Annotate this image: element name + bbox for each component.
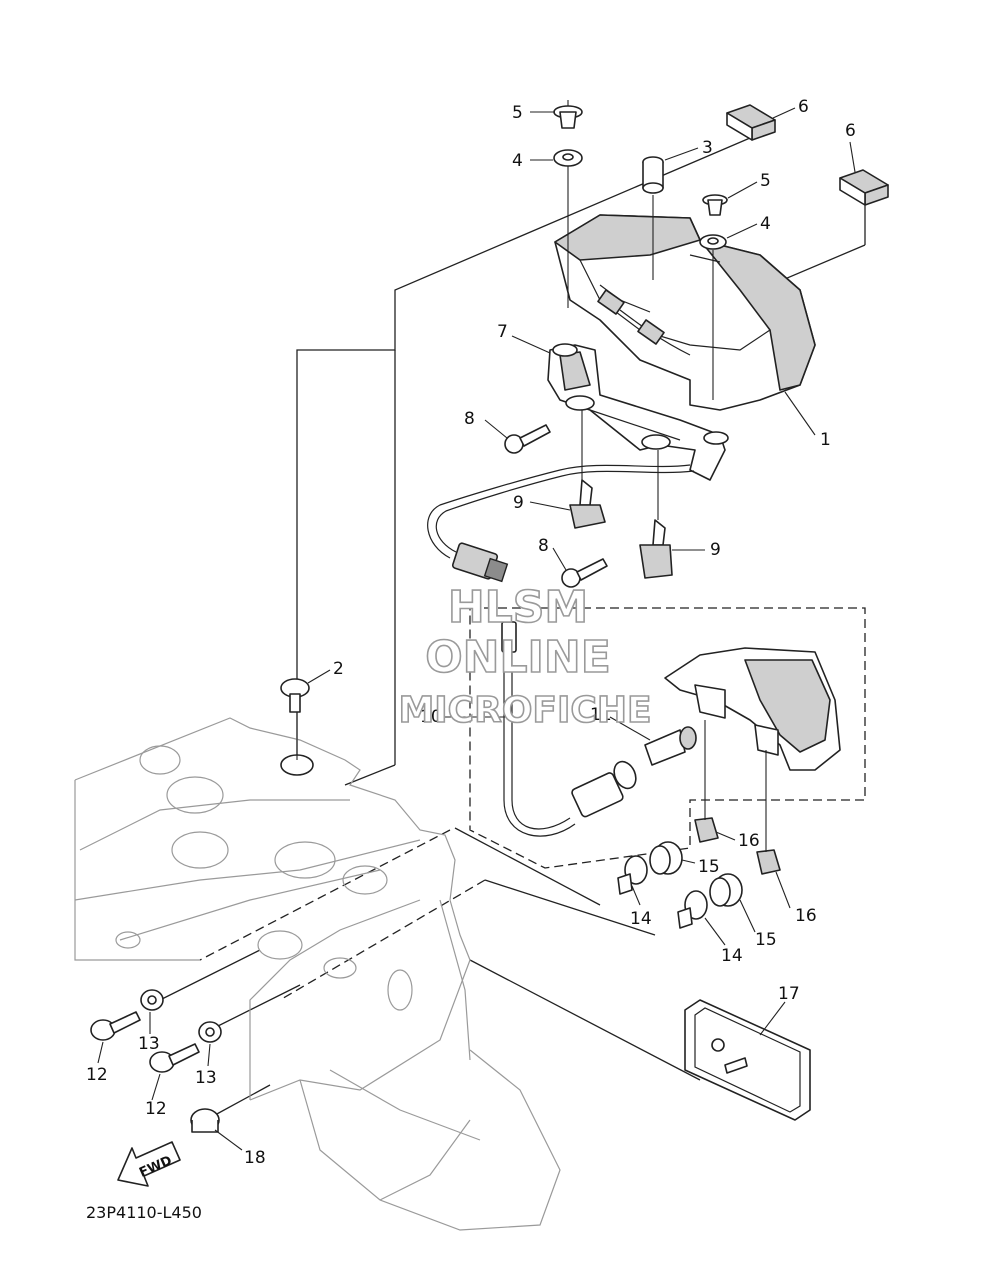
callout-5-right: 5: [760, 171, 771, 191]
lower-left-hardware: [90, 678, 310, 1133]
rear-fender-frame: [74, 717, 561, 1231]
callout-16-lower: 16: [795, 906, 817, 926]
callout-1: 1: [820, 430, 831, 450]
callout-4-left: 4: [512, 151, 523, 171]
callout-9-lower: 9: [710, 540, 721, 560]
pad-6-right: [839, 169, 889, 206]
watermark-line-3: MICROFICHE: [398, 690, 651, 731]
callout-12-upper: 12: [86, 1065, 108, 1085]
callout-14-upper: 14: [630, 909, 652, 929]
grommet-15-lower: [709, 873, 743, 907]
reflector: [684, 999, 811, 1121]
nut-16-upper: [694, 720, 719, 843]
screw-8-upper: [504, 424, 551, 454]
small-parts-upper: [504, 100, 889, 588]
nut-18: [190, 1108, 220, 1133]
collar-14-lower: [677, 890, 708, 929]
forward-direction-arrow: FWD: [117, 1141, 181, 1187]
washer-4-right: [699, 234, 727, 400]
reference-lines: [159, 120, 866, 1116]
callout-15-upper: 15: [698, 857, 720, 877]
diagram-code: 23P4110-L450: [86, 1203, 202, 1222]
callout-10: 10: [420, 707, 442, 727]
callout-3: 3: [702, 138, 713, 158]
screw-5-right: [702, 194, 728, 216]
screw-5-left: [553, 100, 583, 129]
license-light-assembly: [501, 621, 841, 837]
callout-14-lower: 14: [721, 946, 743, 966]
screw-2: [280, 678, 310, 760]
callout-9-upper: 9: [513, 493, 524, 513]
callout-8-upper: 8: [464, 409, 475, 429]
bolt-12-upper: [90, 1011, 141, 1041]
clip-9-lower: [639, 450, 673, 579]
callout-13-upper: 13: [138, 1034, 160, 1054]
screw-8-lower: [561, 558, 608, 588]
callout-4-right: 4: [760, 214, 771, 234]
callout-16-upper: 16: [738, 831, 760, 851]
watermark: HLSM ONLINE MICROFICHE: [398, 581, 653, 732]
wire-harness: [427, 289, 695, 583]
leader-lines: [97, 107, 856, 1151]
washer-13-upper: [140, 989, 164, 1011]
callout-17: 17: [778, 984, 800, 1004]
callout-11: 11: [590, 705, 612, 725]
callout-6-left: 6: [798, 97, 809, 117]
callout-7: 7: [497, 322, 508, 342]
mounting-hardware: [617, 720, 781, 929]
bolt-12-lower: [149, 1043, 200, 1073]
clip-9-upper: [569, 410, 606, 529]
callout-6-right: 6: [845, 121, 856, 141]
callout-2: 2: [333, 659, 344, 679]
washer-4-left: [553, 149, 583, 308]
grommet-15-upper: [649, 841, 683, 875]
callout-15-lower: 15: [755, 930, 777, 950]
washer-13-lower: [198, 1021, 222, 1043]
callout-13-lower: 13: [195, 1068, 217, 1088]
callout-8-lower: 8: [538, 536, 549, 556]
callout-labels: 1 2 3 4 4 5 5 6 6 7 8 8 9 9 10 11 12 12 …: [86, 97, 856, 1168]
collar-3: [642, 156, 664, 280]
collar-14-upper: [617, 855, 648, 895]
callout-12-lower: 12: [145, 1099, 167, 1119]
pad-6-left: [726, 104, 776, 141]
watermark-line-1: HLSM: [448, 582, 588, 633]
callout-18: 18: [244, 1148, 266, 1168]
watermark-line-2: ONLINE: [425, 632, 611, 683]
callout-5-left: 5: [512, 103, 523, 123]
bracket: [547, 343, 729, 481]
nut-16-lower: [756, 750, 781, 875]
